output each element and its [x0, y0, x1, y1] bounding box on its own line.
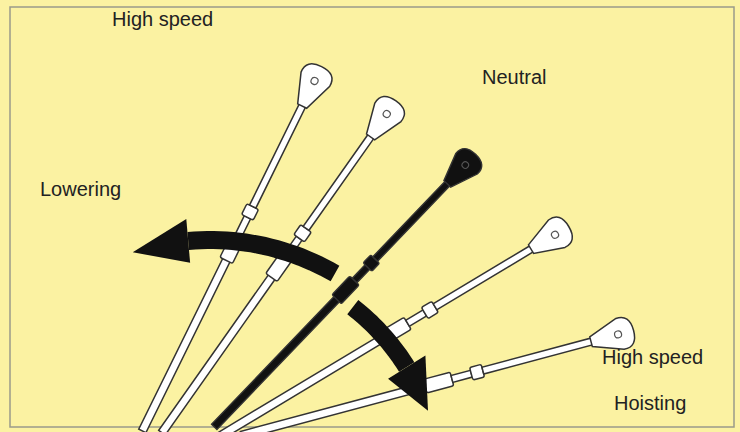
direction-label: Lowering [40, 178, 121, 200]
speed-label: High speed [112, 8, 213, 30]
direction-arrow [353, 307, 407, 367]
frame [10, 7, 734, 427]
direction-arrow [188, 240, 335, 274]
position-label: Neutral [482, 66, 546, 88]
lever [237, 315, 637, 432]
speed-label: High speed [602, 346, 703, 368]
arrow-head [388, 355, 428, 410]
direction-label: Hoisting [614, 392, 686, 414]
lever [128, 60, 336, 432]
arrow-head [133, 219, 190, 263]
